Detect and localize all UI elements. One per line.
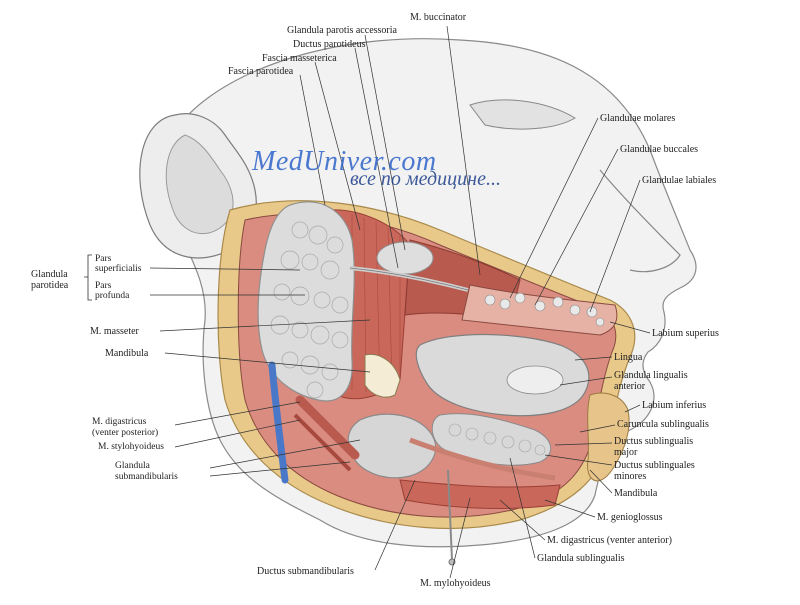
probe [447,469,453,561]
nose [599,169,681,273]
tongue [415,333,590,417]
label-pars-superficialis-1: Pars [95,254,112,264]
label-m-mylohyoideus: M. mylohyoideus [420,578,491,589]
label-m-digastricus-post-2: (venter posterior) [92,428,159,438]
label-ductus-sublingualis-major-2: major [614,447,638,458]
label-glandulae-labiales: Glandulae labiales [642,175,717,186]
label-glandula-lingualis-1: Glandula lingualis [614,370,688,381]
label-ductus-sublinguales-minores-1: Ductus sublinguales [614,460,695,471]
label-fascia-parotidea: Fascia parotidea [228,66,294,77]
accessory-parotid-gland [376,241,434,275]
submandibular-duct [409,437,556,481]
label-ductus-parotideus: Ductus parotideus [293,39,366,50]
label-ductus-sublinguales-minores-2: minores [614,471,647,482]
label-fascia-masseterica: Fascia masseterica [262,53,337,64]
label-m-buccinator: M. buccinator [410,12,467,23]
leader-lines [149,25,651,579]
label-lingua: Lingua [614,352,643,363]
lower-lip [587,392,630,482]
label-glandulae-buccales: Glandulae buccales [620,144,699,155]
label-mandibula-right: Mandibula [614,488,658,499]
mandible-bone [364,353,401,398]
stylohyoid [293,413,352,472]
label-labium-superius: Labium superius [652,328,719,339]
label-pars-superficialis-2: superficialis [95,264,142,274]
label-glandulae-molares: Glandulae molares [600,113,676,124]
mylohyoid-muscle [399,479,561,510]
sublingual-gland [431,413,552,466]
label-m-masseter: M. masseter [90,326,139,337]
eye [469,99,576,130]
label-glandula-parotis-accessoria: Glandula parotis accessoria [287,25,397,36]
label-m-digastricus-post-1: M. digastricus [92,417,147,427]
digastric-posterior [295,395,360,460]
vein [268,361,289,484]
label-glandula-parotidea-2: parotidea [31,280,69,291]
label-m-genioglossus: M. genioglossus [597,512,663,523]
parotid-bracket [84,254,92,301]
label-labium-inferius: Labium inferius [642,400,707,411]
label-ductus-submandibularis: Ductus submandibularis [257,566,354,577]
lingual-gland [506,365,564,395]
label-glandula-parotidea-1: Glandula [31,269,68,280]
label-m-digastricus-ant: M. digastricus (venter anterior) [547,535,672,546]
label-ductus-sublingualis-major-1: Ductus sublingualis [614,436,694,447]
label-m-stylohyoideus: M. stylohyoideus [98,442,164,452]
label-glandula-lingualis-2: anterior [614,381,646,392]
label-glandula-sublingualis: Glandula sublingualis [537,553,625,564]
ear-inner [165,134,234,235]
label-pars-profunda-2: profunda [95,291,130,301]
label-mandibula-left: Mandibula [105,348,149,359]
label-glandula-submandibularis-1: Glandula [115,461,150,471]
label-caruncula-sublingualis: Caruncula sublingualis [617,419,709,430]
label-pars-profunda-1: Pars [95,281,112,291]
label-glandula-submandibularis-2: submandibularis [115,472,178,482]
watermark-tagline: все по медицине... [350,168,501,190]
watermark-site: MedUniver.com [252,146,437,177]
